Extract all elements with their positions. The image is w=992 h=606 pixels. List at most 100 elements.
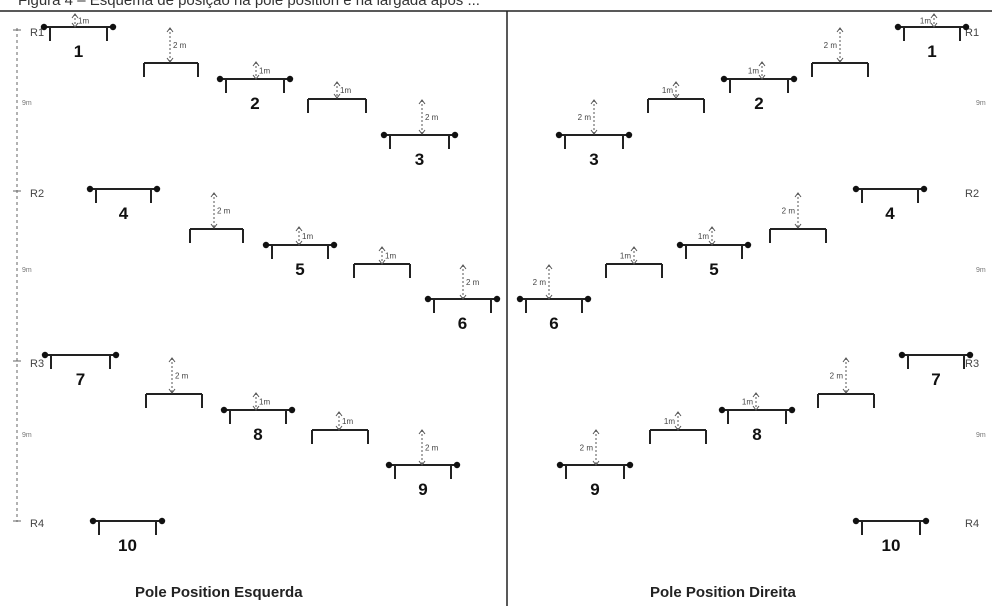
slot-dot bbox=[720, 75, 728, 83]
row-label-R2: R2 bbox=[30, 188, 44, 200]
offset-label: 2 m bbox=[580, 444, 594, 453]
offset-label: 2 m bbox=[466, 278, 480, 287]
slot-number-8: 8 bbox=[253, 425, 262, 444]
row-gap-label: 9m bbox=[976, 267, 986, 274]
offset-label: 1m bbox=[662, 86, 673, 95]
offset-label: 1m bbox=[664, 417, 675, 426]
offset-label: 1m bbox=[742, 398, 753, 407]
offset-label: 2 m bbox=[217, 207, 231, 216]
offset-label: 2 m bbox=[173, 41, 187, 50]
slot-dot bbox=[424, 295, 432, 303]
slot-number-5: 5 bbox=[709, 260, 718, 279]
slot-dot bbox=[41, 351, 49, 359]
offset-arrowhead bbox=[333, 93, 341, 99]
offset-arrowhead bbox=[674, 411, 682, 417]
offset-arrowhead bbox=[459, 264, 467, 270]
offset-arrowhead bbox=[592, 460, 600, 466]
offset-arrowhead bbox=[708, 240, 716, 246]
offset-arrowhead bbox=[418, 99, 426, 105]
offset-arrowhead bbox=[71, 13, 79, 19]
slot-dot bbox=[109, 23, 117, 31]
offset-arrowhead bbox=[752, 392, 760, 398]
offset-arrowhead bbox=[794, 192, 802, 198]
offset-label: 2 m bbox=[824, 41, 838, 50]
slot-dot bbox=[286, 75, 294, 83]
offset-arrowhead bbox=[418, 429, 426, 435]
offset-arrowhead bbox=[545, 294, 553, 300]
offset-arrowhead bbox=[758, 61, 766, 67]
offset-arrowhead bbox=[630, 246, 638, 252]
row-label-R3: R3 bbox=[965, 358, 979, 370]
offset-label: 1m bbox=[748, 67, 759, 76]
offset-arrowhead bbox=[794, 223, 802, 229]
slot-dot bbox=[852, 517, 860, 525]
slot-dot bbox=[516, 295, 524, 303]
offset-arrowhead bbox=[672, 81, 680, 87]
slot-dot bbox=[788, 406, 796, 414]
slot-dot bbox=[40, 23, 48, 31]
offset-arrowhead bbox=[168, 357, 176, 363]
offset-arrowhead bbox=[378, 246, 386, 252]
slot-number-3: 3 bbox=[415, 150, 424, 169]
slot-dot bbox=[898, 351, 906, 359]
slot-dot bbox=[852, 185, 860, 193]
offset-arrowhead bbox=[333, 81, 341, 87]
offset-arrowhead bbox=[590, 129, 598, 135]
row-label-R1: R1 bbox=[965, 27, 979, 39]
slot-number-9: 9 bbox=[418, 480, 427, 499]
slot-dot bbox=[288, 406, 296, 414]
slot-dot bbox=[89, 517, 97, 525]
offset-label: 1m bbox=[698, 232, 709, 241]
row-gap-label: 9m bbox=[976, 432, 986, 439]
offset-arrowhead bbox=[166, 27, 174, 33]
row-gap-label: 9m bbox=[976, 100, 986, 107]
slot-dot bbox=[385, 461, 393, 469]
slot-number-10: 10 bbox=[118, 536, 137, 555]
offset-label: 2 m bbox=[175, 372, 189, 381]
slot-number-7: 7 bbox=[76, 370, 85, 389]
slot-number-2: 2 bbox=[250, 94, 259, 113]
offset-label: 2 m bbox=[533, 278, 547, 287]
offset-arrowhead bbox=[252, 392, 260, 398]
slot-dot bbox=[493, 295, 501, 303]
slot-dot bbox=[556, 461, 564, 469]
slot-number-4: 4 bbox=[885, 204, 895, 223]
slot-dot bbox=[220, 406, 228, 414]
slot-number-5: 5 bbox=[295, 260, 304, 279]
slot-dot bbox=[922, 517, 930, 525]
offset-arrowhead bbox=[210, 192, 218, 198]
row-label-R4: R4 bbox=[965, 518, 979, 530]
offset-arrowhead bbox=[252, 405, 260, 411]
offset-arrowhead bbox=[930, 22, 938, 28]
slot-dot bbox=[330, 241, 338, 249]
offset-label: 2 m bbox=[425, 444, 439, 453]
slot-dot bbox=[86, 185, 94, 193]
slot-dot bbox=[584, 295, 592, 303]
offset-arrowhead bbox=[630, 259, 638, 265]
slot-dot bbox=[112, 351, 120, 359]
slot-number-8: 8 bbox=[752, 425, 761, 444]
slot-number-4: 4 bbox=[119, 204, 129, 223]
offset-label: 1m bbox=[259, 398, 270, 407]
slot-number-6: 6 bbox=[549, 314, 558, 333]
offset-arrowhead bbox=[418, 129, 426, 135]
slot-dot bbox=[920, 185, 928, 193]
slot-dot bbox=[744, 241, 752, 249]
offset-arrowhead bbox=[335, 425, 343, 431]
offset-arrowhead bbox=[545, 264, 553, 270]
row-gap-label: 9m bbox=[22, 432, 32, 439]
slot-dot bbox=[966, 351, 974, 359]
slot-dot bbox=[216, 75, 224, 83]
offset-arrowhead bbox=[836, 27, 844, 33]
slot-number-7: 7 bbox=[931, 370, 940, 389]
offset-arrowhead bbox=[752, 405, 760, 411]
slot-dot bbox=[380, 131, 388, 139]
offset-arrowhead bbox=[708, 226, 716, 232]
slot-number-3: 3 bbox=[589, 150, 598, 169]
offset-arrowhead bbox=[252, 61, 260, 67]
row-gap-label: 9m bbox=[22, 267, 32, 274]
offset-label: 2 m bbox=[425, 113, 439, 122]
